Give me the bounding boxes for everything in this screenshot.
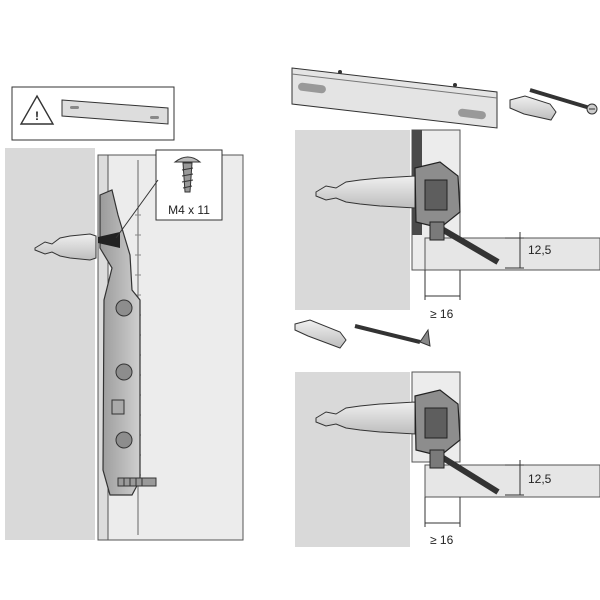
wall — [5, 148, 95, 540]
screw-arrow — [98, 232, 120, 248]
dimension-height: 12,5 — [528, 243, 552, 257]
callout-leader — [115, 179, 159, 239]
wall-plug-part — [509, 95, 557, 121]
dimension-min-width: ≥ 16 — [430, 307, 454, 321]
shelf — [424, 237, 600, 271]
bracket-hole — [115, 299, 133, 317]
warning-symbol: ! — [35, 109, 39, 123]
dimension-height: 12,5 — [528, 472, 552, 486]
screw-spec-label: M4 x 11 — [168, 203, 210, 217]
angled-screw — [438, 453, 500, 495]
parts-row-top — [291, 67, 598, 129]
wall — [295, 130, 410, 310]
section-bottom: 12,5 ≥ 16 — [295, 371, 600, 547]
shelf — [424, 464, 600, 498]
angled-screw — [438, 225, 500, 265]
screw-icon — [173, 156, 202, 193]
bottom-screw — [117, 477, 157, 487]
bracket-hole — [115, 431, 133, 449]
mounting-bracket — [99, 189, 141, 496]
wall-plug — [34, 233, 97, 261]
wall-plug — [315, 175, 416, 209]
left-panel: M4 x 11 ! — [5, 86, 244, 541]
mounting-rail — [291, 67, 498, 129]
mounting-rail-icon — [61, 99, 169, 125]
wall-plug — [315, 401, 416, 435]
dimension-min-width: ≥ 16 — [430, 533, 454, 547]
wall-plug-part — [294, 319, 347, 349]
wall — [295, 372, 410, 547]
parts-row-middle — [294, 319, 431, 349]
warning-icon — [19, 94, 55, 125]
wood-screw-part — [529, 88, 598, 115]
section-top: 12,5 ≥ 16 — [295, 129, 600, 321]
hook-screw-part — [354, 324, 431, 347]
bracket-tab — [111, 399, 125, 415]
bracket-hole — [115, 363, 133, 381]
